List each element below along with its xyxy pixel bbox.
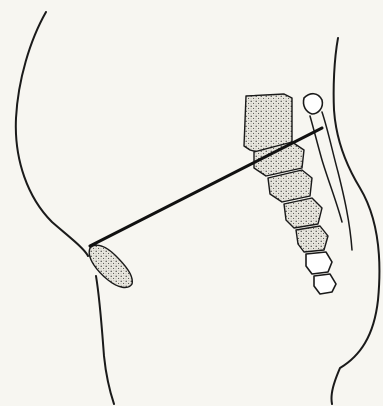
sacral-segment-3: [284, 198, 322, 228]
coccyx-segment-1: [306, 252, 332, 274]
pubic-bone: [89, 245, 132, 287]
sacral-segment-4: [296, 226, 328, 252]
anterior-body-outline: [16, 12, 88, 256]
coccyx-segment-2: [314, 274, 336, 294]
anterior-thigh-outline: [96, 276, 114, 404]
spinous-process: [303, 94, 322, 114]
posterior-back-outline: [331, 38, 379, 404]
lumbar-vertebra: [244, 94, 292, 152]
